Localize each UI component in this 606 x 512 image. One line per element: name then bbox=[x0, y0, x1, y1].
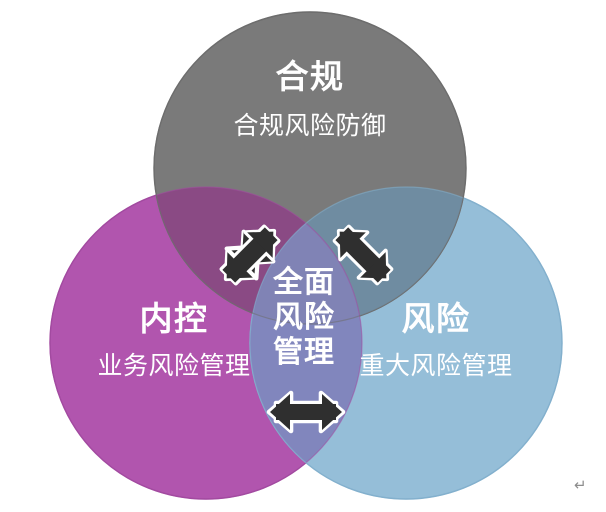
arrow-compliance-risk bbox=[332, 224, 394, 286]
circle-compliance-outline bbox=[153, 11, 467, 325]
arrow-internal-control-risk bbox=[266, 390, 346, 434]
paragraph-return-mark: ↵ bbox=[574, 476, 587, 494]
arrow-compliance-internal-control bbox=[219, 224, 281, 286]
circle-internal-control-outline bbox=[49, 186, 363, 500]
overlap-triple-center bbox=[250, 187, 362, 324]
circle-risk-outline bbox=[249, 186, 563, 500]
